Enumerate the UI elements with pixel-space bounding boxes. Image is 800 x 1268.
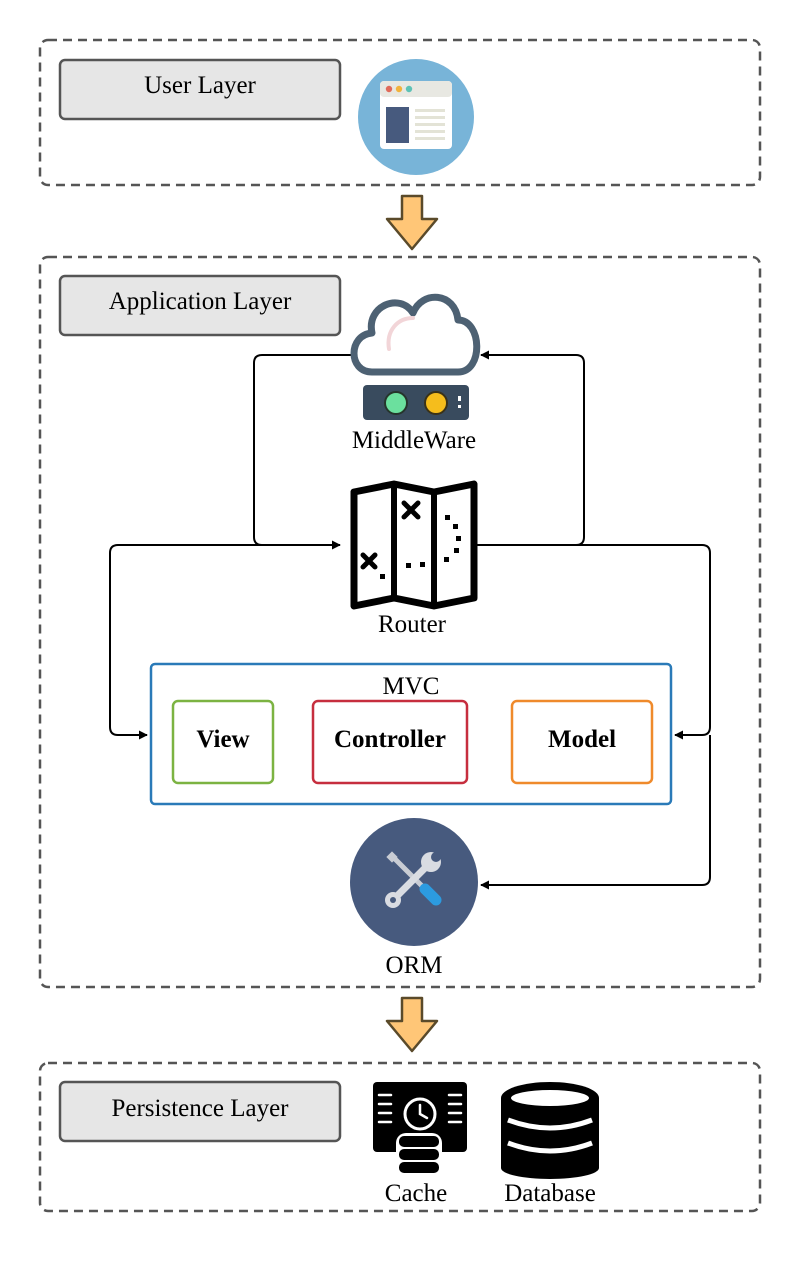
flow-arrow-user-to-app bbox=[385, 194, 439, 251]
persistence-layer-label: Persistence Layer bbox=[111, 1095, 289, 1122]
application-layer-label-box bbox=[58, 274, 342, 337]
wrench-screwdriver-icon bbox=[350, 818, 478, 946]
application-layer-border bbox=[38, 255, 762, 989]
user-layer: User Layer bbox=[38, 38, 762, 187]
cache-label: Cache bbox=[385, 1180, 447, 1207]
application-layer-label: Application Layer bbox=[109, 288, 292, 315]
connectors bbox=[109, 350, 711, 890]
database-label: Database bbox=[504, 1180, 596, 1207]
user-layer-label: User Layer bbox=[144, 72, 256, 99]
connector-to-orm bbox=[480, 735, 711, 890]
connector-middleware-to-router bbox=[253, 354, 353, 550]
connector-router-to-middleware bbox=[476, 350, 585, 546]
persistence-layer-label-box bbox=[58, 1080, 342, 1143]
router-label: Router bbox=[378, 611, 447, 638]
connector-router-to-view bbox=[109, 544, 340, 740]
controller-label: Controller bbox=[334, 726, 446, 753]
controller-box bbox=[311, 699, 469, 785]
orm-label: ORM bbox=[386, 952, 443, 979]
model-label: Model bbox=[548, 726, 616, 753]
map-route-icon bbox=[350, 480, 478, 610]
cloud-server-icon bbox=[350, 293, 481, 420]
view-label: View bbox=[196, 726, 249, 753]
model-box bbox=[510, 699, 654, 785]
mvc-label: MVC bbox=[383, 673, 440, 700]
database-icon bbox=[501, 1082, 599, 1179]
view-box bbox=[171, 699, 275, 785]
application-layer: Application Layer MiddleWare bbox=[38, 255, 762, 989]
persistence-layer: Persistence Layer Cache bbox=[38, 1061, 762, 1213]
cache-server-icon bbox=[373, 1082, 467, 1175]
browser-window-icon bbox=[358, 59, 474, 175]
middleware-label: MiddleWare bbox=[352, 427, 476, 454]
user-layer-border bbox=[38, 38, 762, 187]
connector-router-to-model bbox=[476, 544, 711, 740]
flow-arrow-app-to-persistence bbox=[385, 996, 439, 1053]
user-layer-label-box bbox=[58, 58, 342, 121]
persistence-layer-border bbox=[38, 1061, 762, 1213]
mvc-container bbox=[149, 662, 673, 806]
